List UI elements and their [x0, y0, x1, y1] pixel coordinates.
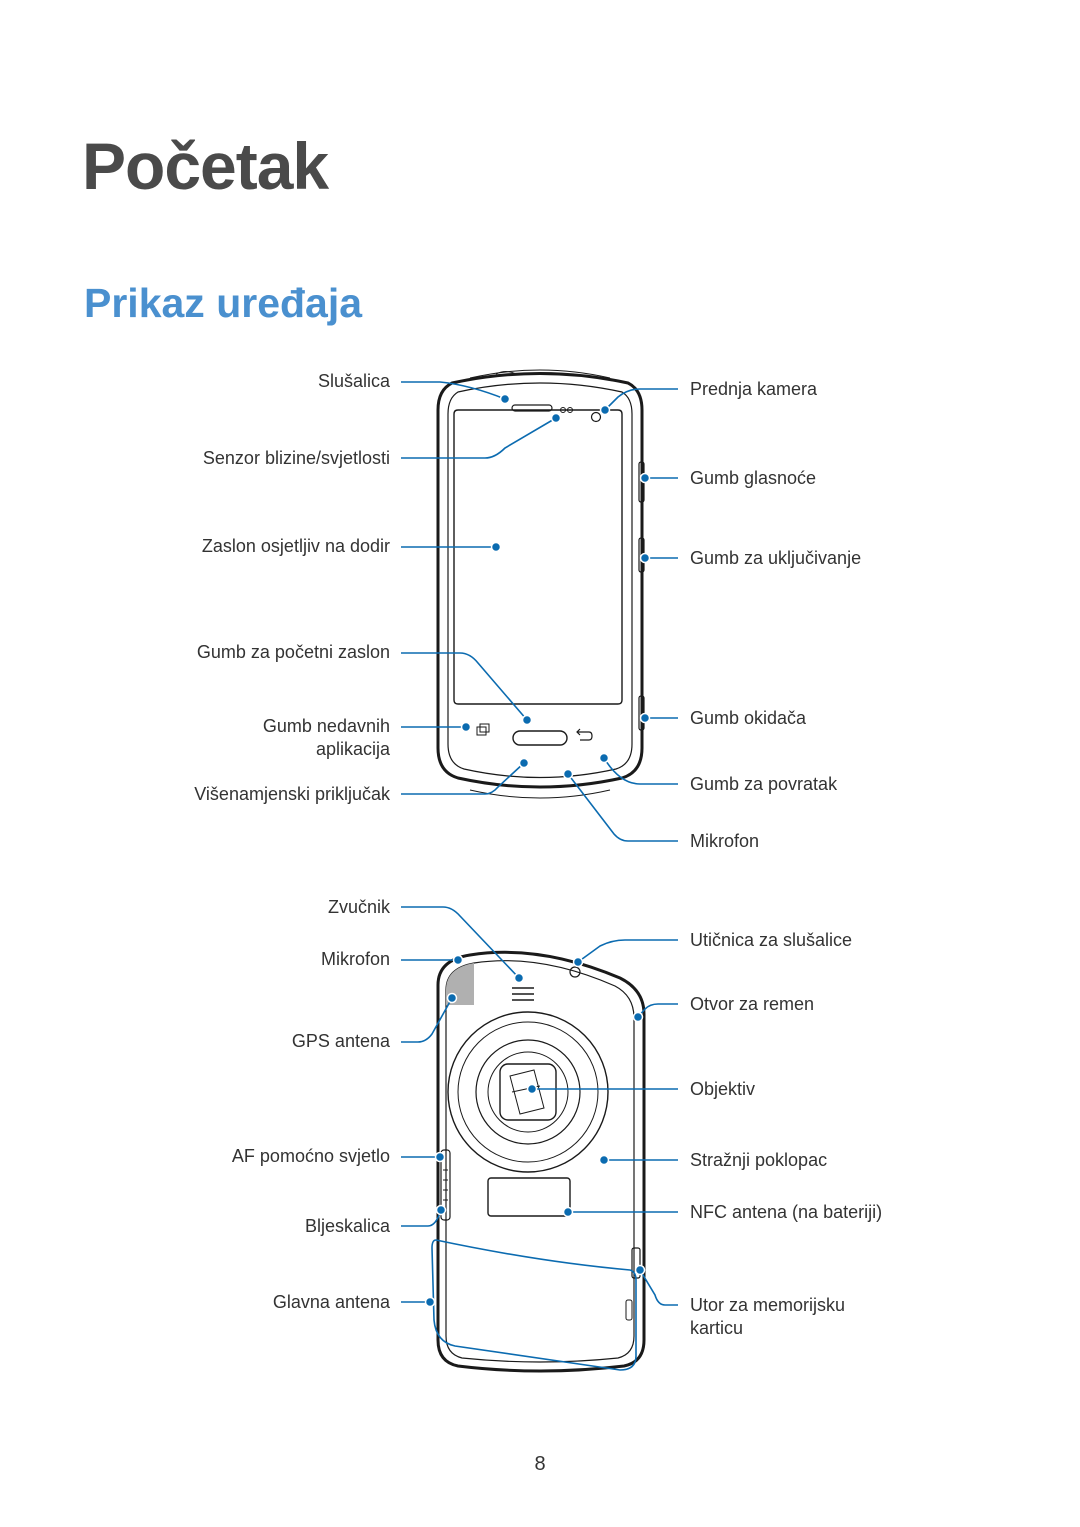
dot-shutter	[639, 712, 651, 724]
label-power-key: Gumb za uključivanje	[690, 548, 862, 568]
label-back-key: Gumb za povratak	[690, 774, 838, 794]
label-nfc-antenna: NFC antena (na bateriji)	[690, 1202, 883, 1222]
dot-back-cover	[598, 1154, 610, 1166]
label-front-microphone: Mikrofon	[690, 831, 760, 851]
dot-flash	[435, 1204, 447, 1216]
dot-strap	[632, 1011, 644, 1023]
dot-back-key	[598, 752, 610, 764]
dot-home	[521, 714, 533, 726]
label-gps-antenna: GPS antena	[291, 1031, 390, 1051]
dot-card-slot	[634, 1264, 646, 1276]
label-af-assist-light: AF pomoćno svjetlo	[231, 1146, 390, 1166]
dot-main-antenna	[424, 1296, 436, 1308]
dot-mic-back	[452, 954, 464, 966]
callout-lines	[401, 381, 678, 1371]
label-headset-jack: Utičnica za slušalice	[690, 930, 853, 950]
label-memory-card-slot-line2: karticu	[690, 1318, 744, 1338]
label-main-antenna: Glavna antena	[272, 1292, 390, 1312]
label-recent-apps-line1: Gumb nedavnih	[262, 716, 390, 736]
label-memory-card-slot-line1: Utor za memorijsku	[690, 1295, 846, 1315]
label-proximity-sensor: Senzor blizine/svjetlosti	[202, 448, 390, 468]
label-back-cover: Stražnji poklopac	[690, 1150, 828, 1170]
dot-front-camera	[599, 404, 611, 416]
dot-port	[518, 757, 530, 769]
dot-speaker	[513, 972, 525, 984]
front-device	[436, 369, 645, 799]
label-front-camera: Prednja kamera	[690, 379, 818, 399]
label-volume-key: Gumb glasnoće	[690, 468, 817, 488]
label-earpiece: Slušalica	[317, 371, 390, 391]
label-recent-apps-line2: aplikacija	[315, 739, 390, 759]
dot-volume	[639, 472, 651, 484]
dot-af-light	[434, 1151, 446, 1163]
callout-dots	[424, 393, 651, 1308]
label-back-microphone: Mikrofon	[320, 949, 390, 969]
label-touchscreen: Zaslon osjetljiv na dodir	[201, 536, 390, 556]
label-shutter-key: Gumb okidača	[690, 708, 807, 728]
dot-lens	[526, 1083, 538, 1095]
label-multipurpose-jack: Višenamjenski priključak	[194, 784, 390, 804]
label-speaker: Zvučnik	[327, 897, 390, 917]
page-number: 8	[534, 1453, 546, 1475]
back-device	[436, 950, 646, 1373]
dot-nfc	[562, 1206, 574, 1218]
label-home-button: Gumb za početni zaslon	[196, 642, 390, 662]
label-lens: Objektiv	[690, 1079, 756, 1099]
dot-mic-front	[562, 768, 574, 780]
dot-earpiece	[499, 393, 511, 405]
page-title: Početak	[82, 129, 329, 203]
dot-headset-jack	[572, 956, 584, 968]
label-strap-hole: Otvor za remen	[690, 994, 815, 1014]
dot-gps	[446, 992, 458, 1004]
section-title: Prikaz uređaja	[84, 280, 363, 326]
dot-sensor	[550, 412, 562, 424]
label-flash: Bljeskalica	[304, 1216, 390, 1236]
dot-screen	[490, 541, 502, 553]
dot-recent	[460, 721, 472, 733]
dot-power	[639, 552, 651, 564]
